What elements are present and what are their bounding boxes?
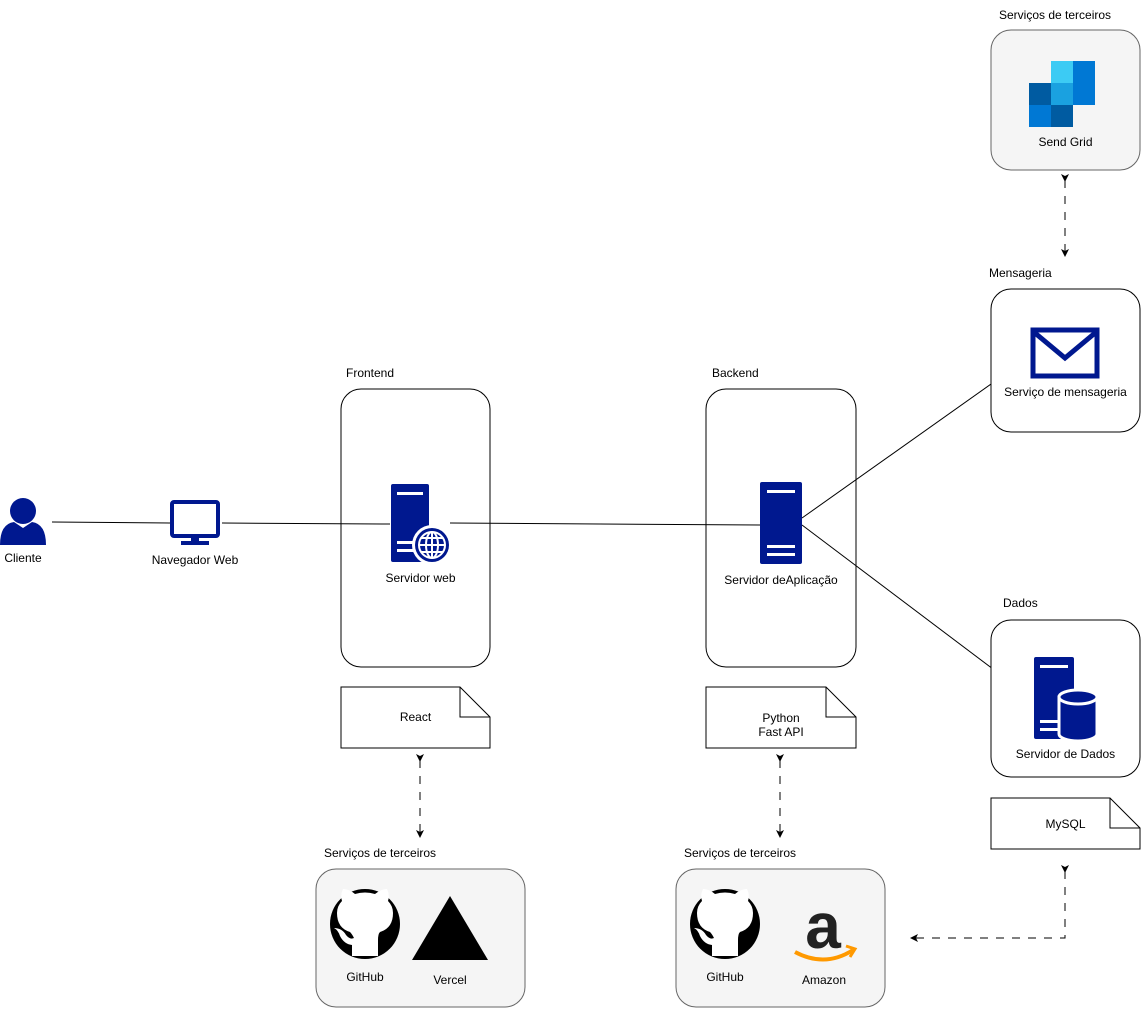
group-label-terceiros-back: Serviços de terceiros (684, 846, 797, 860)
github-icon (690, 889, 760, 959)
note-label-python: Python (762, 711, 800, 725)
frontend-container (340, 388, 491, 668)
label-servidor-web: Servidor web (385, 571, 456, 585)
vercel-icon (412, 896, 488, 960)
note-mysql (990, 797, 1141, 850)
web-server-icon (391, 484, 452, 565)
dashed-arrow-mysql-amazon (910, 865, 1069, 942)
label-github-back: GitHub (706, 970, 744, 984)
note-label-mysql: MySQL (1045, 817, 1086, 831)
note-python (705, 686, 857, 749)
edge-cliente-navegador (51, 521, 171, 524)
group-label-mensageria: Mensageria (989, 266, 1052, 280)
label-vercel: Vercel (433, 973, 467, 987)
label-github-front: GitHub (346, 970, 384, 984)
label-navegador: Navegador Web (151, 553, 239, 567)
label-servidor-aplicacao: Servidor deAplicação (724, 573, 838, 587)
group-label-dados: Dados (1003, 596, 1038, 610)
note-label-react: React (399, 710, 432, 724)
monitor-icon (170, 500, 220, 545)
application-server-icon (760, 482, 802, 564)
svg-text:a: a (805, 890, 841, 962)
label-send-grid: Send Grid (1038, 135, 1093, 149)
dashed-arrows (416, 174, 1069, 942)
github-icon (330, 889, 400, 959)
amazon-icon: a (794, 890, 858, 962)
group-label-frontend: Frontend (346, 366, 395, 380)
database-server-icon (1034, 657, 1099, 743)
group-label-terceiros-front: Serviços de terceiros (324, 846, 437, 860)
label-amazon: Amazon (801, 973, 847, 987)
edge-navegador-servidor-web (221, 522, 391, 525)
label-cliente: Cliente (4, 551, 42, 565)
group-label-terceiros-top: Serviços de terceiros (999, 8, 1112, 22)
envelope-icon (1030, 327, 1100, 379)
user-icon (0, 498, 46, 545)
group-label-backend: Backend (712, 366, 759, 380)
sendgrid-icon (1029, 61, 1095, 127)
label-servidor-dados: Servidor de Dados (1015, 747, 1116, 761)
label-servico-mensageria: Serviço de mensageria (1004, 385, 1127, 399)
note-react (340, 686, 491, 749)
edge-servidor-web-aplicacao (449, 522, 761, 526)
note-label-fastapi: Fast API (758, 725, 804, 739)
backend-container (705, 388, 857, 668)
